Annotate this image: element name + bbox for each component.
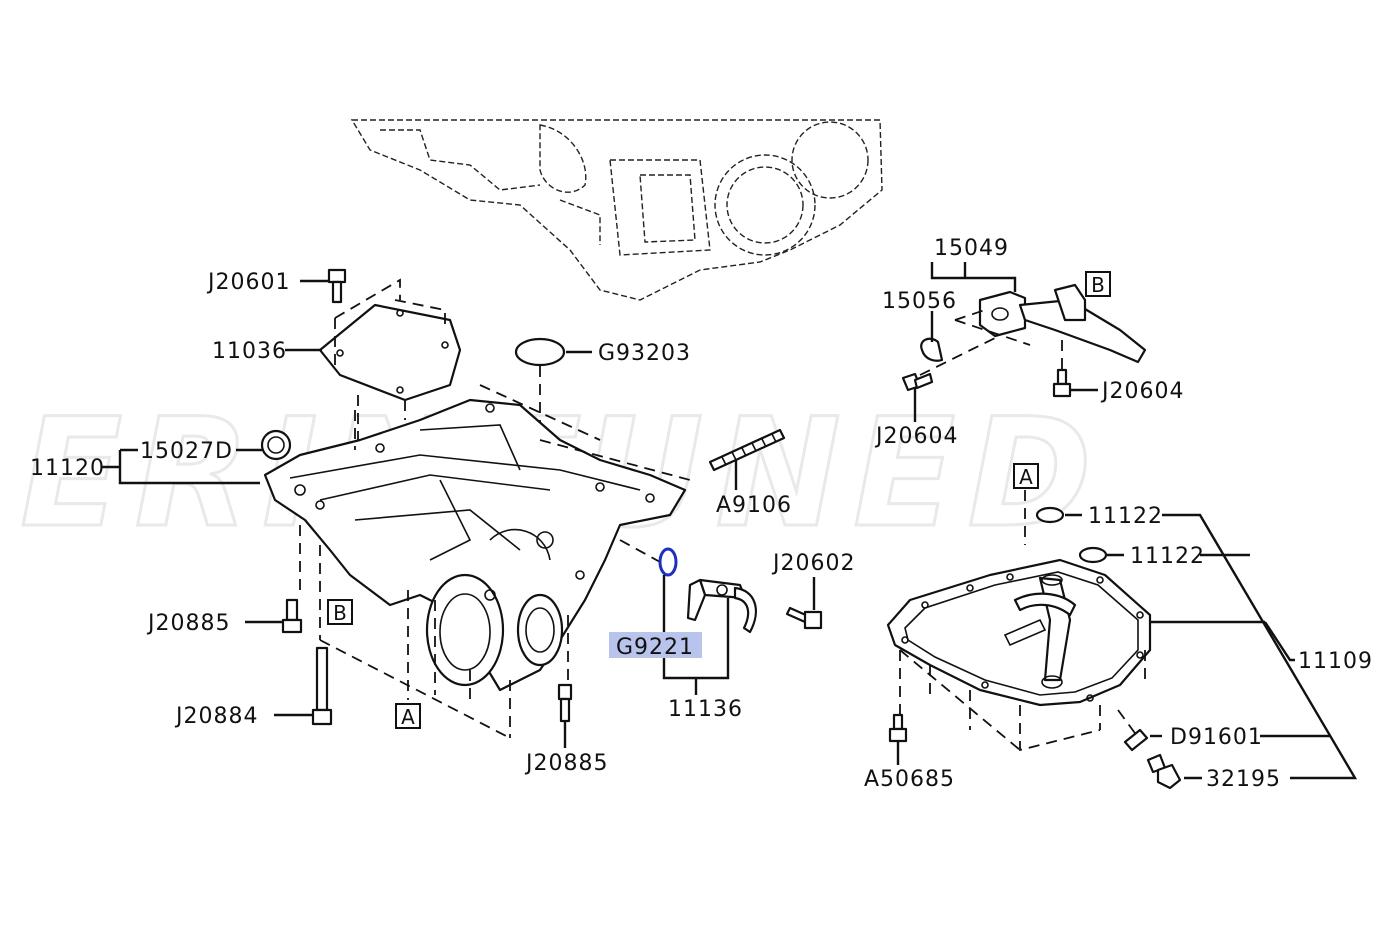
ref-box-a-left: A bbox=[395, 703, 421, 729]
label-j20604-right[interactable]: J20604 bbox=[1100, 379, 1184, 404]
label-g9221[interactable]: G9221 bbox=[616, 635, 694, 660]
oring-g93203 bbox=[514, 337, 566, 367]
oil-pan-lower-11109 bbox=[886, 490, 1152, 752]
label-a50685[interactable]: A50685 bbox=[864, 767, 955, 792]
ref-box-b-left: B bbox=[327, 599, 353, 625]
bolt-j20885-left bbox=[281, 598, 303, 634]
bolt-j20885-bottom bbox=[557, 683, 573, 723]
label-g93203[interactable]: G93203 bbox=[598, 341, 691, 366]
seal-15027d bbox=[260, 429, 292, 461]
label-11122-mid[interactable]: 11122 bbox=[1130, 544, 1205, 569]
clip-15056 bbox=[920, 337, 944, 362]
bolt-a50685 bbox=[888, 713, 908, 743]
label-15056[interactable]: 15056 bbox=[882, 289, 957, 314]
label-j20885-bottom[interactable]: J20885 bbox=[524, 751, 608, 776]
label-a9106[interactable]: A9106 bbox=[716, 493, 792, 518]
label-32195[interactable]: 32195 bbox=[1206, 767, 1281, 792]
label-11120[interactable]: 11120 bbox=[30, 456, 105, 481]
oring-11122-top bbox=[1035, 506, 1065, 524]
stud-a9106 bbox=[708, 428, 786, 472]
oil-strainer-11136 bbox=[686, 578, 757, 634]
gauge-guide-15049 bbox=[919, 283, 1147, 376]
svg-text:A: A bbox=[1019, 465, 1033, 489]
label-j20602[interactable]: J20602 bbox=[771, 551, 855, 576]
bolt-j20884 bbox=[311, 646, 333, 726]
leader-lines bbox=[102, 262, 1358, 780]
label-j20885-left[interactable]: J20885 bbox=[146, 611, 230, 636]
bolt-j20602 bbox=[785, 606, 823, 630]
ref-box-b-top: B bbox=[1085, 271, 1111, 297]
label-d91601[interactable]: D91601 bbox=[1170, 725, 1263, 750]
label-11109[interactable]: 11109 bbox=[1298, 649, 1373, 674]
baffle-plate-11036 bbox=[318, 278, 462, 445]
oring-g9221-highlighted[interactable] bbox=[658, 547, 678, 577]
bolt-j20601 bbox=[327, 268, 347, 304]
label-j20884[interactable]: J20884 bbox=[174, 704, 258, 729]
label-j20604-left[interactable]: J20604 bbox=[874, 424, 958, 449]
gasket-d91601 bbox=[1123, 728, 1149, 752]
bolt-j20604-right bbox=[1052, 368, 1072, 398]
drain-plug-32195 bbox=[1146, 753, 1182, 790]
label-15049[interactable]: 15049 bbox=[934, 236, 1009, 261]
oil-pan-upper-11120 bbox=[263, 384, 691, 739]
label-11122-top[interactable]: 11122 bbox=[1088, 504, 1163, 529]
engine-block-outline bbox=[350, 119, 883, 301]
oring-11122-mid bbox=[1078, 546, 1108, 564]
part-labels: J20601 11036 G93203 11120 15027D A9106 J… bbox=[30, 236, 1373, 792]
ref-box-a-right: A bbox=[1013, 463, 1039, 489]
svg-text:B: B bbox=[333, 601, 347, 625]
label-11036[interactable]: 11036 bbox=[212, 339, 287, 364]
label-j20601[interactable]: J20601 bbox=[206, 270, 290, 295]
label-15027d[interactable]: 15027D bbox=[140, 439, 233, 464]
bolt-j20604-left bbox=[901, 372, 934, 392]
svg-text:B: B bbox=[1091, 273, 1105, 297]
g9221-label-highlight bbox=[609, 632, 702, 658]
label-11136[interactable]: 11136 bbox=[668, 697, 743, 722]
svg-text:A: A bbox=[401, 705, 415, 729]
